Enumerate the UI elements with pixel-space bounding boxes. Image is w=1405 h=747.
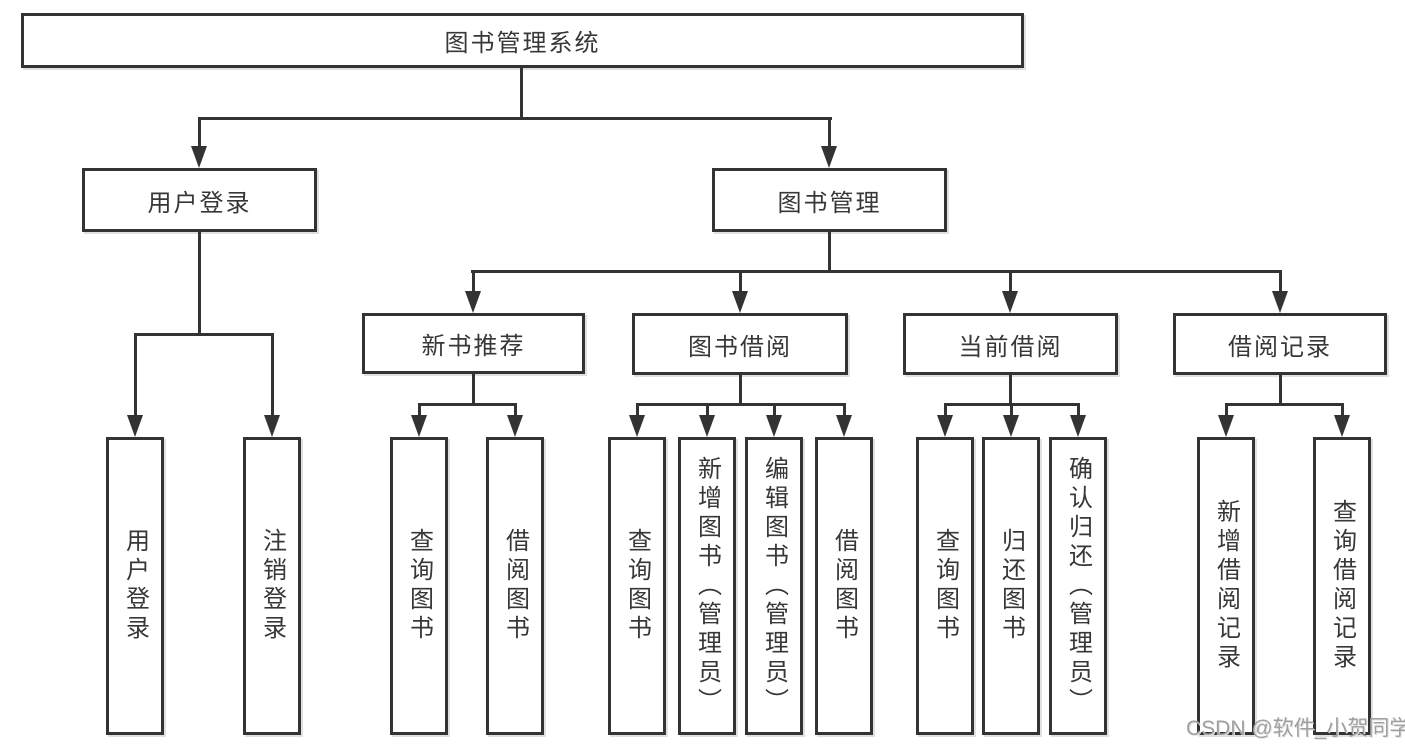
edge-line [739,270,742,293]
leaf-return-books: 归还图书 [982,437,1040,735]
arrow-down-icon [264,415,280,437]
leaf-confirm-return-admin: 确认归还（管理员） [1049,437,1107,735]
edge-line [636,403,639,417]
leaf-logout: 注销登录 [243,437,301,735]
leaf-borrow-books-recommend: 借阅图书 [486,437,544,735]
leaf-query-borrow-record: 查询借阅记录 [1313,437,1371,735]
edge-line [1225,403,1228,417]
arrow-down-icon [411,415,427,437]
leaf-add-books-admin: 新增图书（管理员） [678,437,736,735]
leaf-add-borrow-record: 新增借阅记录 [1197,437,1255,735]
arrow-down-icon [1218,415,1234,437]
edge-line [1009,375,1012,405]
leaf-edit-books-admin: 编辑图书（管理员） [745,437,803,735]
leaf-query-books-current: 查询图书 [916,437,974,735]
edge-line [520,68,523,120]
arrow-down-icon [1070,415,1086,437]
edge-line [706,403,709,417]
edge-line [472,270,475,293]
node-book-management-system: 图书管理系统 [21,13,1024,68]
arrow-down-icon [732,291,748,313]
edge-line [1279,375,1282,405]
edge-line [636,403,846,406]
watermark: CSDN @软件_小贺同学 [1186,717,1405,740]
arrow-down-icon [127,415,143,437]
edge-line [1225,403,1344,406]
edge-line [843,403,846,417]
edge-line [1077,403,1080,417]
node-borrowing-records: 借阅记录 [1173,313,1387,375]
arrow-down-icon [699,415,715,437]
edge-line [944,403,947,417]
edge-line [271,333,274,417]
edge-line [134,333,137,417]
node-current-borrowing: 当前借阅 [903,313,1118,375]
arrow-down-icon [836,415,852,437]
leaf-user-login: 用户登录 [106,437,164,735]
edge-line [1279,270,1282,293]
edge-line [773,403,776,417]
arrow-down-icon [1272,291,1288,313]
edge-line [418,403,517,406]
arrow-down-icon [821,146,837,168]
edge-line [1341,403,1344,417]
edge-line [739,374,742,405]
edge-line [472,374,475,405]
edge-line [418,403,421,417]
node-book-borrowing: 图书借阅 [632,313,848,375]
edge-line [134,333,274,336]
leaf-borrow-books-borrowing: 借阅图书 [815,437,873,735]
leaf-query-books-recommend: 查询图书 [390,437,448,735]
edge-line [1010,403,1013,417]
edge-line [1009,270,1012,293]
leaf-query-books-borrowing: 查询图书 [608,437,666,735]
edge-line [198,117,201,149]
arrow-down-icon [1003,415,1019,437]
node-new-book-recommend: 新书推荐 [362,313,585,374]
arrow-down-icon [1002,291,1018,313]
edge-line [198,232,201,335]
arrow-down-icon [1334,415,1350,437]
arrow-down-icon [629,415,645,437]
edge-line [198,117,832,120]
edge-line [828,232,831,273]
edge-line [514,403,517,417]
arrow-down-icon [507,415,523,437]
node-book-management-branch: 图书管理 [712,168,947,232]
node-user-login-branch: 用户登录 [82,168,317,232]
arrow-down-icon [465,291,481,313]
edge-line [828,117,831,149]
arrow-down-icon [191,146,207,168]
arrow-down-icon [937,415,953,437]
arrow-down-icon [766,415,782,437]
edge-line [471,270,1282,273]
